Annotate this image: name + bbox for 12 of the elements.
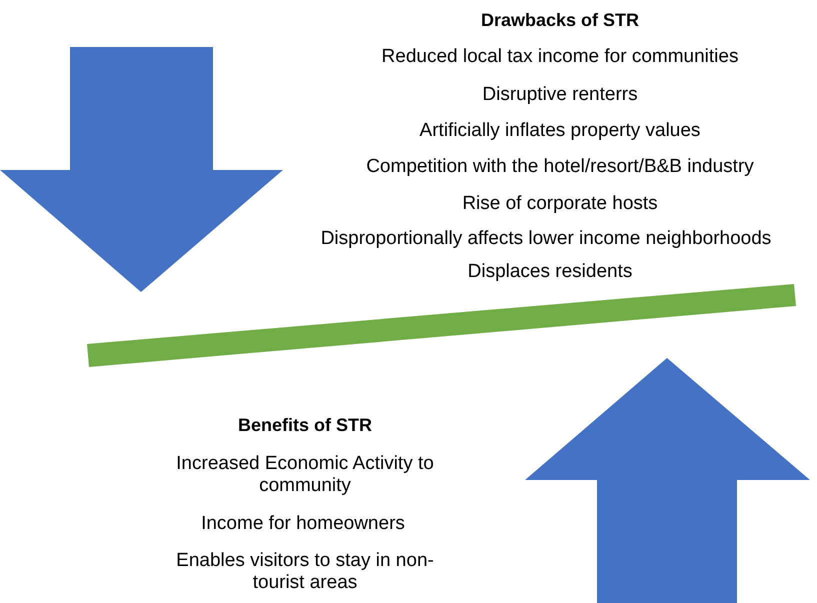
list-item: Income for homeowners — [200, 513, 406, 535]
list-item: Rise of corporate hosts — [461, 193, 659, 215]
list-item: Reduced local tax income for communities — [380, 46, 740, 68]
list-item: Disproportionally affects lower income neighborhoods — [320, 228, 772, 250]
list-item: Increased Economic Activity to community — [175, 453, 435, 497]
list-item: Disruptive renterrs — [481, 84, 639, 106]
list-item: Displaces residents — [466, 261, 634, 283]
list-item: Enables visitors to stay in non-tourist areas — [175, 550, 435, 594]
heading: Benefits of STR — [236, 414, 373, 436]
list-item: Competition with the hotel/resort/B&B industry — [365, 156, 755, 178]
heading: Drawbacks of STR — [480, 9, 640, 31]
list-item: Artificially inflates property values — [418, 120, 702, 142]
